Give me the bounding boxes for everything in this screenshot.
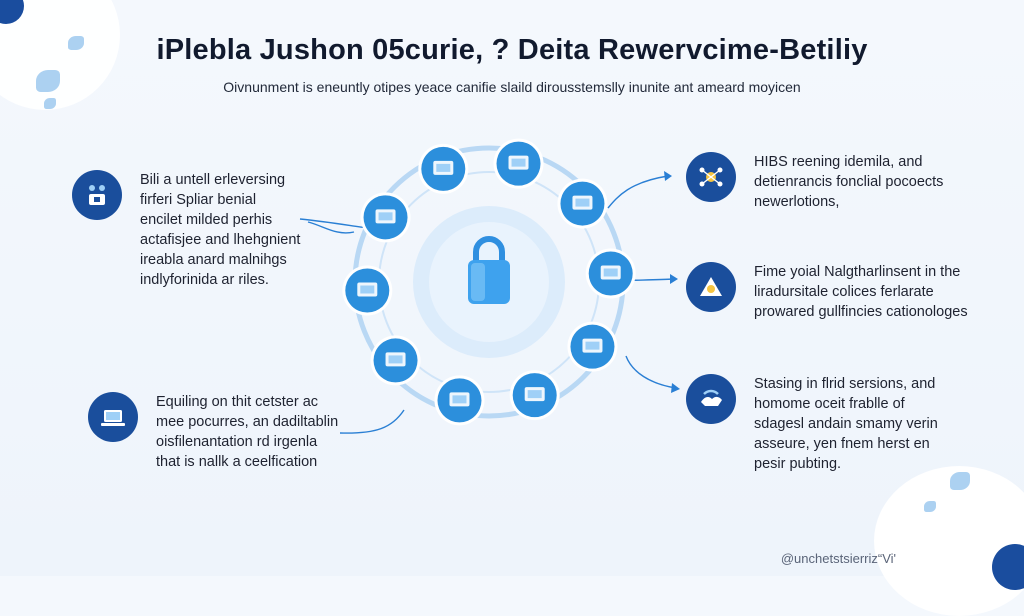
- diagram-canvas: [299, 138, 680, 434]
- projector-screen-icon: [557, 178, 608, 229]
- decor-sparkle: [950, 472, 970, 490]
- connector-right-top: [607, 175, 669, 209]
- panel-line: that is nallk a ceelfication: [156, 454, 318, 470]
- document-board-icon: [342, 265, 393, 316]
- right-panel-2: Fime yoial Nalgtharlinsent in the liradu…: [686, 262, 968, 322]
- panel-line: actafisjee and lhehgnient: [140, 232, 301, 248]
- connector-right-bottom: [625, 355, 677, 389]
- decor-sparkle: [36, 70, 60, 92]
- network-node-icon: [686, 152, 736, 202]
- smartphone-hand-icon: [509, 370, 560, 421]
- panel-line: mee pocurres, an dadiltablin: [156, 414, 339, 430]
- handshake-icon: [686, 262, 736, 312]
- panel-line: detienrancis fonclial pocoects: [754, 174, 944, 190]
- arrowhead: [670, 274, 678, 284]
- video-camera-icon: [434, 375, 485, 426]
- connector-left-top-branch: [307, 221, 355, 234]
- decor-sparkle: [44, 98, 56, 109]
- left-panel-1-text: Bili a untell erleversing firferi Spliar…: [140, 170, 300, 290]
- person-dashboard-icon: [493, 138, 544, 189]
- panel-line: asseure, yen fnem herst en: [754, 436, 930, 452]
- panel-line: oisfilenantation rd irgenla: [156, 434, 318, 450]
- panel-line: indlyforinida ar riles.: [140, 272, 269, 288]
- panel-line: Equiling on thit cetster ac: [156, 394, 319, 410]
- ring-nodes: [342, 138, 636, 426]
- lock-icon: [468, 236, 510, 304]
- panel-line: sdagesl andain smamy verin: [754, 416, 938, 432]
- panel-line: firferi Spliar benial: [140, 192, 257, 208]
- connector-arrowheads: [664, 171, 680, 393]
- browser-window-icon: [418, 143, 469, 194]
- watermark: @unchetstsierriz“Vi': [780, 551, 896, 566]
- secure-hands-icon: [686, 374, 736, 424]
- left-panel-2: Equiling on thit cetster ac mee pocurres…: [88, 392, 338, 472]
- panel-line: prowared gullfincies cationologes: [754, 304, 968, 320]
- tablet-check-icon: [567, 321, 618, 372]
- panel-line: encilet milded perhis: [140, 212, 273, 228]
- right-panel-1-text: HIBS reening idemila, and detienrancis f…: [754, 152, 943, 212]
- right-panel-3-text: Stasing in flrid sersions, and homome oc…: [754, 374, 938, 474]
- panel-line: homome oceit frablle of: [754, 396, 905, 412]
- certificate-monitor-icon: [370, 335, 421, 386]
- laptop-icon: [88, 392, 138, 442]
- decor-sparkle: [924, 501, 936, 512]
- panel-line: HIBS reening idemila, and: [754, 154, 923, 170]
- arrowhead: [671, 383, 680, 393]
- panel-line: pesir pubting.: [754, 456, 842, 472]
- panel-line: Bili a untell erleversing: [140, 172, 286, 188]
- server-cloud-icon: [585, 248, 636, 299]
- right-panel-1: HIBS reening idemila, and detienrancis f…: [686, 152, 943, 212]
- panel-line: liradursitale colices ferlarate: [754, 284, 934, 300]
- left-panel-2-text: Equiling on thit cetster ac mee pocurres…: [156, 392, 338, 472]
- connector-left-top: [299, 218, 369, 229]
- decor-sparkle: [68, 36, 84, 50]
- panel-line: newerlotions,: [754, 194, 840, 210]
- panel-line: Stasing in flrid sersions, and: [754, 376, 936, 392]
- page-subtitle: Oivnunment is eneuntly otipes yeace cani…: [223, 79, 801, 95]
- left-panel-1: Bili a untell erleversing firferi Spliar…: [72, 170, 300, 290]
- people-device-icon: [72, 170, 122, 220]
- right-panel-3: Stasing in flrid sersions, and homome oc…: [686, 374, 938, 474]
- page-title: iPlebla Jushon 05curie, ? Deita Rewervci…: [156, 34, 868, 66]
- panel-line: ireabla anard malnihgs: [140, 252, 287, 268]
- arrowhead: [664, 171, 672, 181]
- connector-left-bottom: [339, 409, 405, 434]
- chemistry-flask-icon: [360, 192, 411, 243]
- right-panel-2-text: Fime yoial Nalgtharlinsent in the liradu…: [754, 262, 968, 322]
- panel-line: Fime yoial Nalgtharlinsent in the: [754, 264, 961, 280]
